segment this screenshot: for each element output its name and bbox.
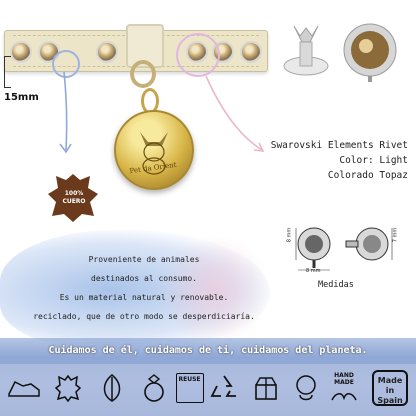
size-bracket <box>4 56 11 88</box>
box-icon <box>248 370 284 406</box>
description-line: Proveniente de animales <box>88 255 200 264</box>
leather-badge-line: 100% <box>64 190 84 197</box>
rivet-gem <box>10 41 32 63</box>
rivet-pin-icon <box>283 25 329 76</box>
leaf-icon <box>94 370 130 406</box>
footer-icon-band <box>0 364 416 416</box>
reuse-bag-icon: REUSE <box>172 370 208 406</box>
rivet-spec: Swarovski Elements Rivet Color: Light Co… <box>268 138 408 183</box>
rivet-spec-line: Colorado Topaz <box>327 170 408 181</box>
diamond-ring-icon <box>136 370 172 406</box>
dimension-label: 7 mm <box>392 227 399 243</box>
spain-line: Spain <box>377 396 403 405</box>
dimension-label: 8 mm <box>306 268 321 274</box>
leather-badge-text: 100% CUERO <box>54 190 94 206</box>
rivet-gem <box>96 41 118 63</box>
rivet-spec-line: Swarovski Elements Rivet <box>270 140 408 151</box>
recycle-icon <box>206 370 242 406</box>
footer-slogan: Cuidamos de él, cuidamos de ti, cuidamos… <box>48 345 368 356</box>
pet-tag <box>114 110 194 190</box>
reuse-label: REUSE <box>178 376 201 383</box>
handmade-label: HAND MADE <box>334 372 354 386</box>
leather-description: Proveniente de animales destinados al co… <box>24 250 264 326</box>
highlight-circle-pink <box>176 33 220 77</box>
d-ring <box>130 60 156 88</box>
measurements-label: Medidas <box>318 280 354 290</box>
rivet-spec-line: Color: Light <box>339 155 408 166</box>
spain-line: Made in <box>377 376 403 395</box>
highlight-circle-blue <box>52 50 80 78</box>
rivet-dimension-diagram <box>295 227 393 271</box>
made-in-spain-icon: Made in Spain <box>372 370 408 406</box>
description-line: destinados al consumo. <box>91 274 197 283</box>
leather-badge-line: CUERO <box>62 198 86 205</box>
rivet-crystal-icon <box>343 23 397 82</box>
chihuahua-engraving-icon <box>140 132 168 175</box>
shoe-icon <box>6 370 42 406</box>
dimension-label: 8 mm <box>286 227 293 243</box>
hand-made-icon <box>288 370 324 406</box>
watercolor-pink <box>160 235 270 345</box>
description-line: Es un material natural y renovable. <box>59 293 229 302</box>
leather-icon <box>50 370 86 406</box>
rivet-gem <box>240 41 262 63</box>
size-label: 15mm <box>4 92 39 103</box>
hand-made-badge: HAND MADE <box>326 370 362 406</box>
made-in-spain-badge: Made in Spain <box>372 370 408 406</box>
description-line: reciclado, que de otro modo se desperdic… <box>33 312 255 321</box>
leather-hide-icon <box>48 174 98 222</box>
